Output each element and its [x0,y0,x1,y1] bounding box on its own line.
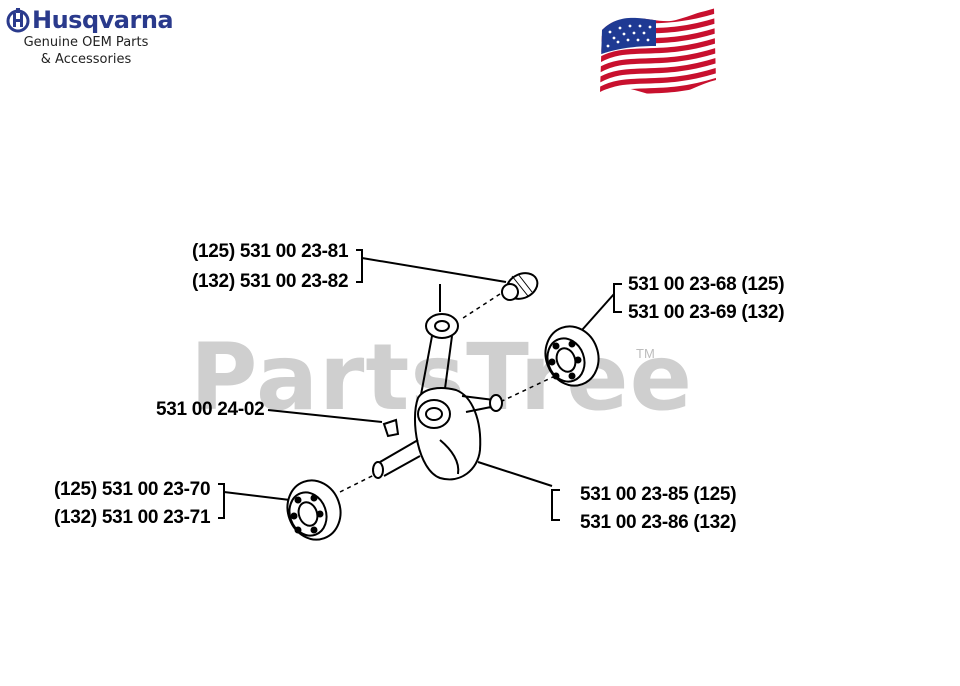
leader-crankshaft [477,461,560,521]
part-label-crankshaft-125[interactable]: 531 00 23-85 (125) [580,484,737,505]
woodruff-key-part [382,418,400,438]
crankshaft-part [372,387,503,481]
part-label-right-bearing-132[interactable]: 531 00 23-69 (132) [628,302,785,323]
trademark-symbol: TM [636,346,655,361]
part-label-right-bearing-125[interactable]: 531 00 23-68 (125) [628,274,785,295]
part-label-key[interactable]: 531 00 24-02 [156,399,265,420]
part-label-crankshaft-132[interactable]: 531 00 23-86 (132) [580,512,737,533]
brand-tagline-line1: Genuine OEM Parts [23,35,149,50]
part-label-left-bearing-132[interactable]: (132) 531 00 23-71 [54,507,211,528]
brand-tagline-line2: & Accessories [40,52,132,67]
husqvarna-crown-icon [6,8,30,33]
needle-bearing-part [501,272,539,301]
brand-logo[interactable]: Husqvarna Genuine OEM Parts & Accessorie… [6,6,176,68]
part-label-left-bearing-125[interactable]: (125) 531 00 23-70 [54,479,211,500]
leader-key [267,409,383,423]
us-flag-icon[interactable] [596,6,718,106]
connecting-rod-part [419,313,459,401]
ball-bearing-right-part [544,325,600,387]
part-label-needle-bearing-125[interactable]: (125) 531 00 23-81 [192,241,349,262]
leader-top-left [356,249,507,283]
leader-left-bearing [218,483,291,519]
part-label-needle-bearing-132[interactable]: (132) 531 00 23-82 [192,271,349,292]
leader-right-bearing [581,283,622,331]
brand-name: Husqvarna [32,6,174,34]
ball-bearing-left-part [286,479,342,541]
